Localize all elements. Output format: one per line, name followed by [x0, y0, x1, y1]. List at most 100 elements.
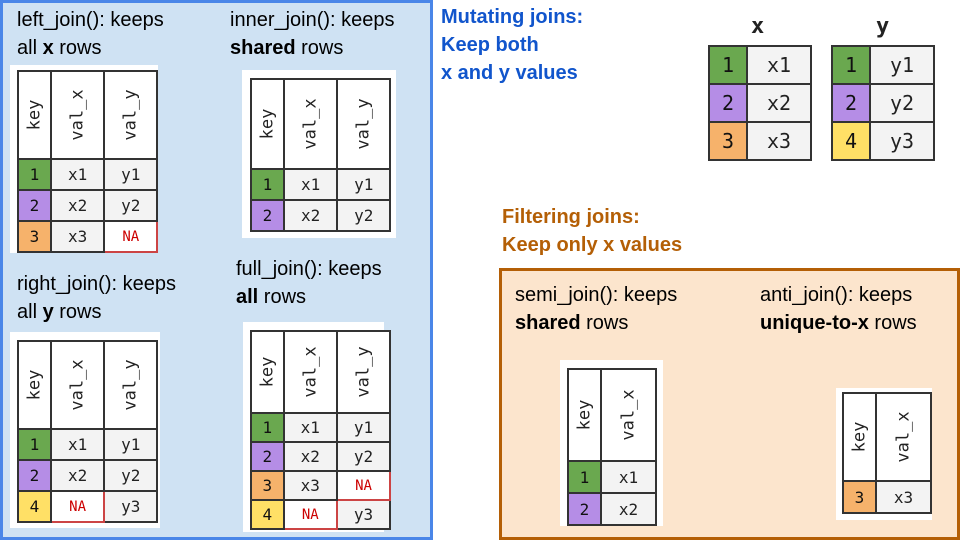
- column-header-key: key: [17, 340, 52, 430]
- value-cell: x2: [282, 199, 339, 232]
- value-cell: y1: [335, 412, 392, 443]
- column-header-val-y: val_y: [103, 70, 159, 160]
- na-cell: NA: [335, 470, 392, 501]
- full-join-line2-bold: all: [236, 286, 259, 308]
- key-cell: 1: [567, 460, 602, 494]
- key-cell: 2: [708, 83, 748, 123]
- mutating-heading-line2: Keep both: [441, 34, 539, 56]
- value-cell: x1: [282, 168, 339, 201]
- anti-join-line2-bold: unique-to-x: [760, 312, 869, 334]
- column-header-label: key: [24, 369, 45, 401]
- column-header-label: val_y: [120, 359, 141, 411]
- column-header-key: key: [250, 330, 285, 414]
- value-cell: y1: [336, 168, 392, 201]
- na-cell: NA: [49, 490, 106, 523]
- left-join-caption: left_join(): keeps all x rows: [17, 6, 164, 62]
- column-header-label: val_y: [353, 98, 374, 150]
- column-header-val-y: val_y: [335, 330, 392, 414]
- full-join-line1: full_join(): keeps: [236, 258, 382, 280]
- value-cell: x2: [49, 189, 106, 222]
- key-cell: 2: [17, 459, 52, 492]
- value-cell: y1: [103, 428, 159, 461]
- value-cell: x3: [746, 121, 812, 161]
- mutating-heading-line3: x and y values: [441, 62, 578, 84]
- inner-join-caption: inner_join(): keeps shared rows: [230, 6, 395, 62]
- column-header-label: key: [24, 99, 45, 131]
- key-cell: 2: [831, 83, 871, 123]
- semi-join-line2-bold: shared: [515, 312, 581, 334]
- value-cell: x2: [49, 459, 106, 492]
- value-cell: x1: [49, 428, 106, 461]
- anti-join-caption: anti_join(): keeps unique-to-x rows: [760, 281, 917, 337]
- na-cell: NA: [103, 220, 159, 253]
- filtering-heading: Filtering joins: Keep only x values: [502, 203, 682, 259]
- key-cell: 2: [250, 199, 285, 232]
- key-cell: 3: [17, 220, 52, 253]
- na-cell: NA: [282, 499, 338, 530]
- right-join-line2-post: rows: [53, 301, 102, 323]
- column-header-key: key: [567, 368, 602, 462]
- full-join-line2-post: rows: [258, 286, 307, 308]
- right-join-caption: right_join(): keeps all y rows: [17, 270, 176, 326]
- table-header-row: key val_x val_y: [17, 70, 159, 160]
- key-cell: 1: [831, 45, 871, 85]
- column-header-val-x: val_x: [875, 392, 932, 482]
- inner-join-line2-bold: shared: [230, 37, 296, 59]
- inner-join-line2: shared rows: [230, 34, 395, 62]
- column-header-val-x: val_x: [282, 78, 339, 170]
- right-join-line2-bold: y: [42, 301, 54, 323]
- key-cell: 1: [17, 428, 52, 461]
- value-cell: x3: [282, 470, 338, 501]
- column-header-key: key: [842, 392, 877, 482]
- key-cell: 4: [250, 499, 285, 530]
- value-cell: x3: [49, 220, 106, 253]
- key-cell: 3: [842, 480, 877, 514]
- right-join-line1: right_join(): keeps: [17, 273, 176, 295]
- right-join-line2: all y rows: [17, 298, 176, 326]
- filtering-heading-line1: Filtering joins:: [502, 206, 640, 228]
- key-cell: 4: [831, 121, 871, 161]
- left-join-line2-post: rows: [53, 37, 102, 59]
- key-cell: 2: [250, 441, 285, 472]
- value-cell: y2: [103, 189, 159, 222]
- x-table-title: x: [751, 14, 765, 39]
- left-join-line1: left_join(): keeps: [17, 9, 164, 31]
- value-cell: y1: [103, 158, 159, 191]
- column-header-val-y: val_y: [103, 340, 159, 430]
- table-header-row: key val_x val_y: [17, 340, 159, 430]
- column-header-val-x: val_x: [282, 330, 338, 414]
- key-cell: 4: [17, 490, 52, 523]
- semi-join-caption: semi_join(): keeps shared rows: [515, 281, 677, 337]
- column-header-key: key: [250, 78, 285, 170]
- anti-join-line2: unique-to-x rows: [760, 309, 917, 337]
- value-cell: x2: [746, 83, 812, 123]
- column-header-label: val_x: [67, 89, 88, 141]
- inner-join-line2-post: rows: [295, 37, 344, 59]
- column-header-label: val_x: [67, 359, 88, 411]
- semi-join-line2: shared rows: [515, 309, 677, 337]
- full-join-caption: full_join(): keeps all rows: [236, 255, 382, 311]
- anti-join-line2-post: rows: [868, 312, 917, 334]
- filtering-heading-line2: Keep only x values: [502, 234, 683, 256]
